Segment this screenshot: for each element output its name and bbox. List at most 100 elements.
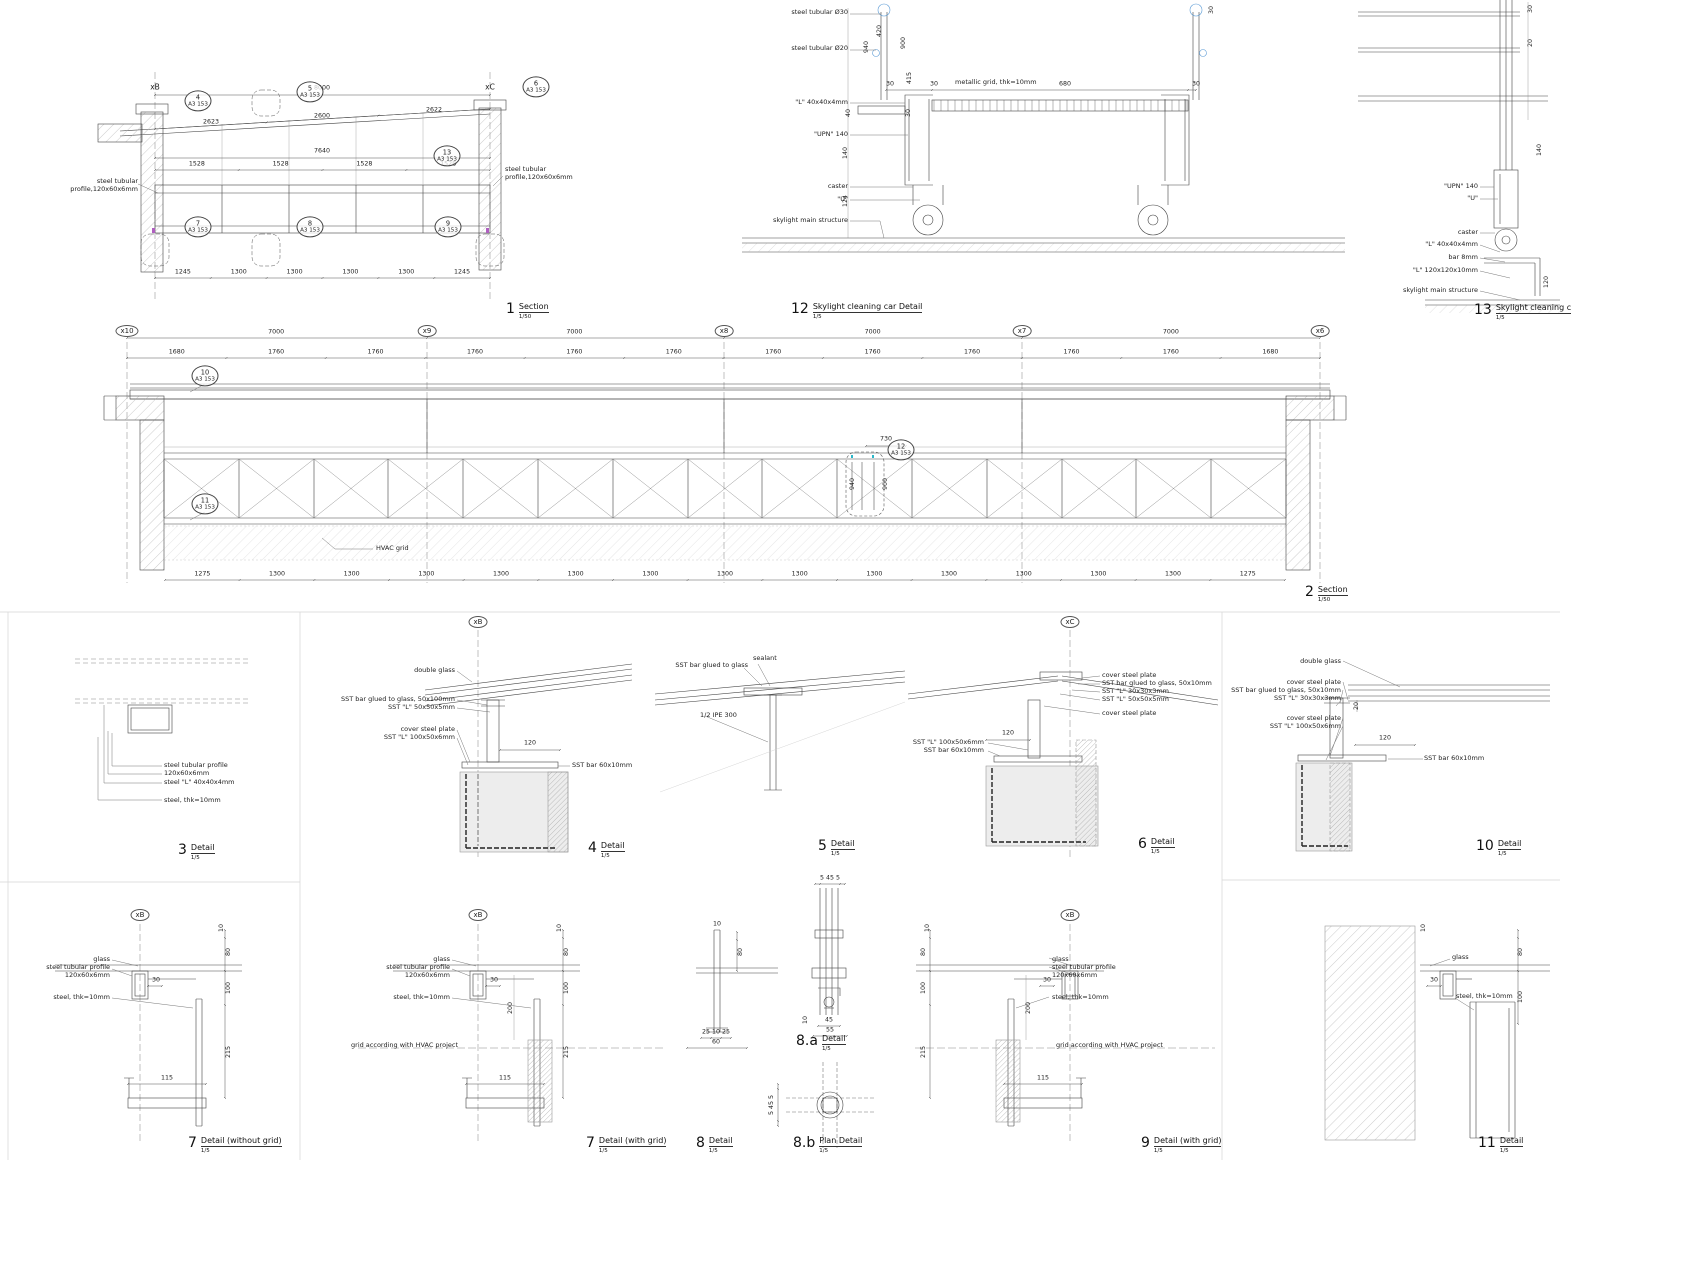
dim-label: 1300 xyxy=(642,570,659,578)
material-label: profile,120x60x6mm xyxy=(70,185,138,193)
dim-label: 80 xyxy=(562,947,570,957)
material-label: 120x60x6mm xyxy=(1052,971,1098,979)
material-label: glass xyxy=(1452,953,1469,961)
dim-label: 1760 xyxy=(466,348,483,356)
dim-label: 1300 xyxy=(418,570,435,578)
dim-label: 115 xyxy=(160,1074,174,1082)
dim-label: 1760 xyxy=(1162,348,1179,356)
dim-label: 2622 xyxy=(425,106,443,114)
dim-label: 120 xyxy=(1542,275,1550,289)
dim-label: 100 xyxy=(1516,990,1524,1004)
dim-label: 10 xyxy=(923,923,931,933)
dim-label: 1760 xyxy=(367,348,384,356)
dim-label: 30 xyxy=(1207,5,1215,15)
dim-label: 1300 xyxy=(343,570,360,578)
grid-bubble-xc: xC xyxy=(1060,616,1080,628)
material-label: "UPN" 140 xyxy=(1444,182,1478,190)
dim-label: 30 xyxy=(489,976,499,984)
dim-label: 1760 xyxy=(964,348,981,356)
dim-label: 120 xyxy=(1378,734,1392,742)
dim-label: 1300 xyxy=(1015,570,1032,578)
material-label: SST "L" 50x50x5mm xyxy=(388,703,455,711)
dim-label: 1528 xyxy=(272,160,289,168)
dim-label: 2623 xyxy=(202,118,220,126)
dim-label: 25 10 25 xyxy=(701,1028,731,1036)
dim-label: 1680 xyxy=(1262,348,1279,356)
material-label: cover steel plate xyxy=(1286,714,1341,722)
dim-label: 30 xyxy=(904,108,912,118)
dim-label: 7000 xyxy=(566,328,583,336)
material-label: SST bar glued to glass, 50x10mm xyxy=(1102,679,1212,687)
material-label: "U" xyxy=(1467,194,1478,202)
dim-label: 10 xyxy=(801,1015,809,1025)
material-label: steel, thk=10mm xyxy=(1456,992,1513,1000)
material-label: SST "L" 100x50x6mm xyxy=(1269,722,1341,730)
dim-label: 1760 xyxy=(765,348,782,356)
dim-label: 45 xyxy=(824,1016,834,1024)
dim-label: 900 xyxy=(881,477,889,491)
grid-bubble-xb: xB xyxy=(1060,909,1080,921)
dim-label: 100 xyxy=(224,981,232,995)
dim-label: 1300 xyxy=(866,570,883,578)
material-label: SST "L" 30x30x3mm xyxy=(1102,687,1169,695)
dim-label: 5 45 5 xyxy=(767,1094,775,1116)
dim-label: 7000 xyxy=(1162,328,1179,336)
material-label: glass xyxy=(433,955,450,963)
dim-label: 1300 xyxy=(492,570,510,578)
material-label: cover steel plate xyxy=(1102,671,1157,679)
dim-label: 20 xyxy=(1526,38,1534,48)
material-label: SST bar glued to glass xyxy=(675,661,748,669)
dim-label: 7000 xyxy=(268,328,285,336)
grid-bubble-x6: x6 xyxy=(1310,325,1330,337)
material-label: steel tubular xyxy=(505,165,547,173)
section-2-dim-lines xyxy=(125,336,1322,582)
dim-label: 1760 xyxy=(864,348,881,356)
grid-bubble-xb: xB xyxy=(130,909,150,921)
detail-7-without-grid xyxy=(55,928,242,1127)
dim-label: 10 xyxy=(712,920,722,928)
grid-bubble-xb: xB xyxy=(468,616,488,628)
dim-label: 120 xyxy=(523,739,537,747)
material-label: cover steel plate xyxy=(1286,678,1341,686)
material-label: SST "L" 50x50x5mm xyxy=(1102,695,1169,703)
dim-label: 10 xyxy=(217,923,225,933)
detail-8b xyxy=(776,1062,874,1148)
material-label: SST bar glued to glass, 50x100mm xyxy=(341,695,455,703)
material-label: double glass xyxy=(414,666,455,674)
material-label: "L" 40x40x4mm xyxy=(1425,240,1478,248)
material-label: SST "L" 30x30x3mm xyxy=(1274,694,1341,702)
dim-label: 140 xyxy=(1535,143,1543,157)
dim-label: 1300 xyxy=(398,268,415,276)
dim-label: 55 xyxy=(825,1026,835,1034)
material-label: "UPN" 140 xyxy=(814,130,848,138)
dim-label: 1300 xyxy=(268,570,286,578)
material-label: steel tubular xyxy=(96,177,138,185)
hvac-grid-label: HVAC grid xyxy=(376,544,409,552)
dim-label: 415 xyxy=(905,71,913,85)
dim-label: 1300 xyxy=(567,570,584,578)
dim-label: 30 xyxy=(885,80,895,88)
material-label: SST bar 60x10mm xyxy=(572,761,633,769)
dim-label: 1300 xyxy=(1090,570,1107,578)
dim-label: 1300 xyxy=(1165,570,1182,578)
material-label: 120x60x6mm xyxy=(164,769,210,777)
material-label: SST bar glued to glass, 50x10mm xyxy=(1231,686,1341,694)
material-label: metallic grid, thk=10mm xyxy=(955,78,1037,86)
detail-5 xyxy=(654,663,906,793)
material-label: "L" 40x40x4mm xyxy=(795,98,848,106)
dim-label: 1760 xyxy=(566,348,583,356)
dim-label: 10 xyxy=(555,923,563,933)
